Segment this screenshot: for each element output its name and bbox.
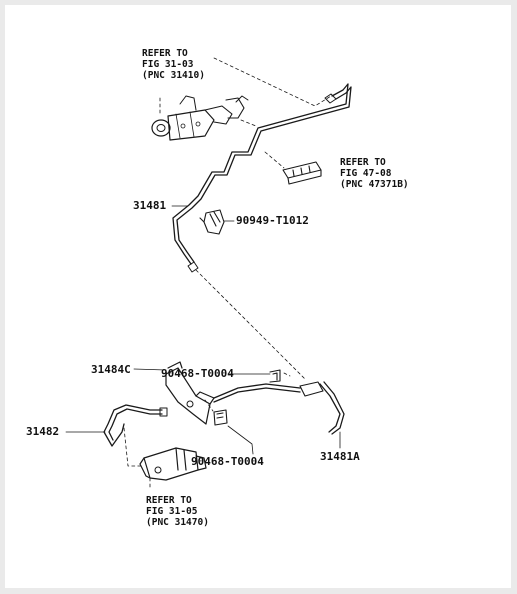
ref-release-line-2: FIG 31-05 bbox=[146, 506, 198, 517]
clip-90468-lower bbox=[204, 399, 228, 426]
clamp-90949-t1012 bbox=[199, 209, 225, 235]
flexible-hose-31481a bbox=[213, 381, 345, 435]
ref-master-cylinder-callout: REFER TO FIG 31-03 (PNC 31410) bbox=[142, 48, 205, 81]
clip-90468-upper bbox=[269, 369, 291, 383]
release-bracket-31484c bbox=[165, 361, 215, 425]
part-label-90468-upper: 90468-T0004 bbox=[161, 367, 234, 380]
part-label-90468-lower: 90468-T0004 bbox=[191, 455, 264, 468]
part-label-31481: 31481 bbox=[133, 199, 167, 212]
ref-master-line-2: FIG 31-03 bbox=[142, 59, 194, 70]
clutch-line-31482 bbox=[103, 404, 168, 447]
clutch-line-31481 bbox=[172, 83, 352, 273]
release-cylinder bbox=[139, 447, 207, 491]
ref-bracket-line-1: REFER TO bbox=[340, 157, 386, 168]
ref-release-line-3: (PNC 31470) bbox=[146, 517, 209, 528]
part-label-31482: 31482 bbox=[26, 425, 60, 438]
bracket-47371b bbox=[264, 151, 322, 185]
part-label-90949-t1012: 90949-T1012 bbox=[236, 214, 309, 227]
clutch-master-cylinder bbox=[151, 95, 249, 141]
ref-master-line-3: (PNC 31410) bbox=[142, 70, 205, 81]
diagram-panel bbox=[5, 5, 511, 588]
part-label-31481a: 31481A bbox=[320, 450, 360, 463]
part-label-31484c: 31484C bbox=[91, 363, 131, 376]
leader-lines bbox=[65, 205, 341, 455]
ref-release-cylinder-callout: REFER TO FIG 31-05 (PNC 31470) bbox=[146, 495, 209, 528]
ref-bracket-line-2: FIG 47-08 bbox=[340, 168, 392, 179]
ref-bracket-callout: REFER TO FIG 47-08 (PNC 47371B) bbox=[340, 157, 409, 190]
ref-master-line-1: REFER TO bbox=[142, 48, 188, 59]
ref-release-line-1: REFER TO bbox=[146, 495, 192, 506]
ref-bracket-line-3: (PNC 47371B) bbox=[340, 179, 409, 190]
